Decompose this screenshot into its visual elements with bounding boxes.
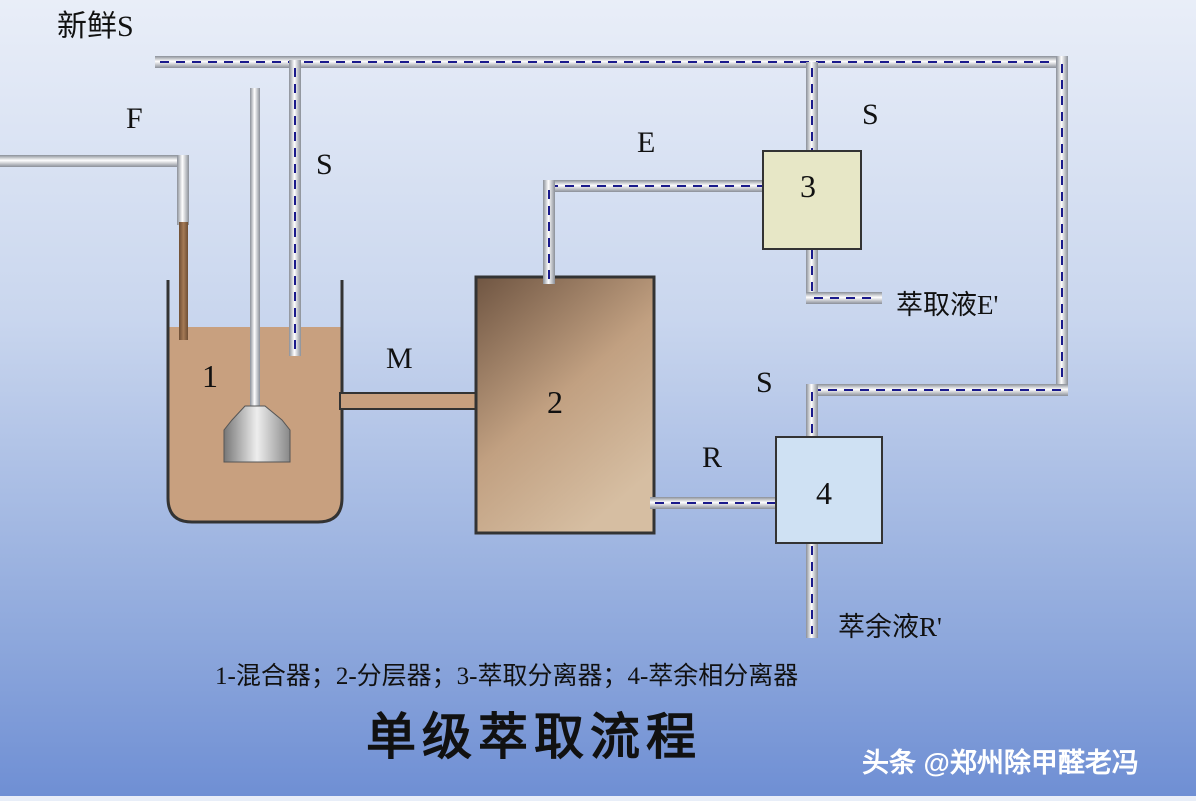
feed-label: F [126, 102, 143, 135]
mixer-number: 1 [202, 358, 218, 394]
raffinate-output-pipe [806, 540, 818, 638]
diagram-title: 单级萃取流程 [366, 709, 702, 765]
solvent-sep3-label: S [862, 98, 879, 131]
extract-separator-box [762, 150, 862, 250]
extract-label: E [637, 126, 655, 159]
solvent-sep4-label: S [756, 366, 773, 399]
settler-number: 2 [547, 384, 563, 420]
raffinate-separator-box [775, 436, 883, 544]
watermark: 头条 @郑州除甲醛老冯 [862, 747, 1139, 778]
raffinate-output-label: 萃余液R' [838, 612, 942, 642]
feed-pipe [0, 155, 189, 340]
solvent-to-sep3-pipe [806, 62, 818, 158]
raffinate-label: R [702, 441, 722, 474]
extract-pipe [543, 180, 769, 284]
solvent-main-pipe [155, 56, 1068, 396]
solvent-mixer-label: S [316, 148, 333, 181]
extract-output-pipe [806, 244, 882, 304]
fresh-solvent-label: 新鲜S [57, 10, 134, 43]
mixture-label: M [386, 342, 413, 375]
solvent-to-mixer-pipe [289, 60, 301, 356]
raffinate-pipe [650, 497, 780, 509]
solvent-to-sep4-pipe [806, 384, 1068, 444]
m-connector [339, 392, 481, 410]
extract-output-label: 萃取液E' [896, 290, 998, 320]
raffinate-separator-number: 4 [816, 475, 832, 511]
unit-legend: 1-混合器；2-分层器；3-萃取分离器；4-萃余相分离器 [215, 662, 798, 690]
stirrer [223, 88, 291, 463]
extract-separator-number: 3 [800, 168, 816, 204]
settler-box [474, 275, 656, 535]
